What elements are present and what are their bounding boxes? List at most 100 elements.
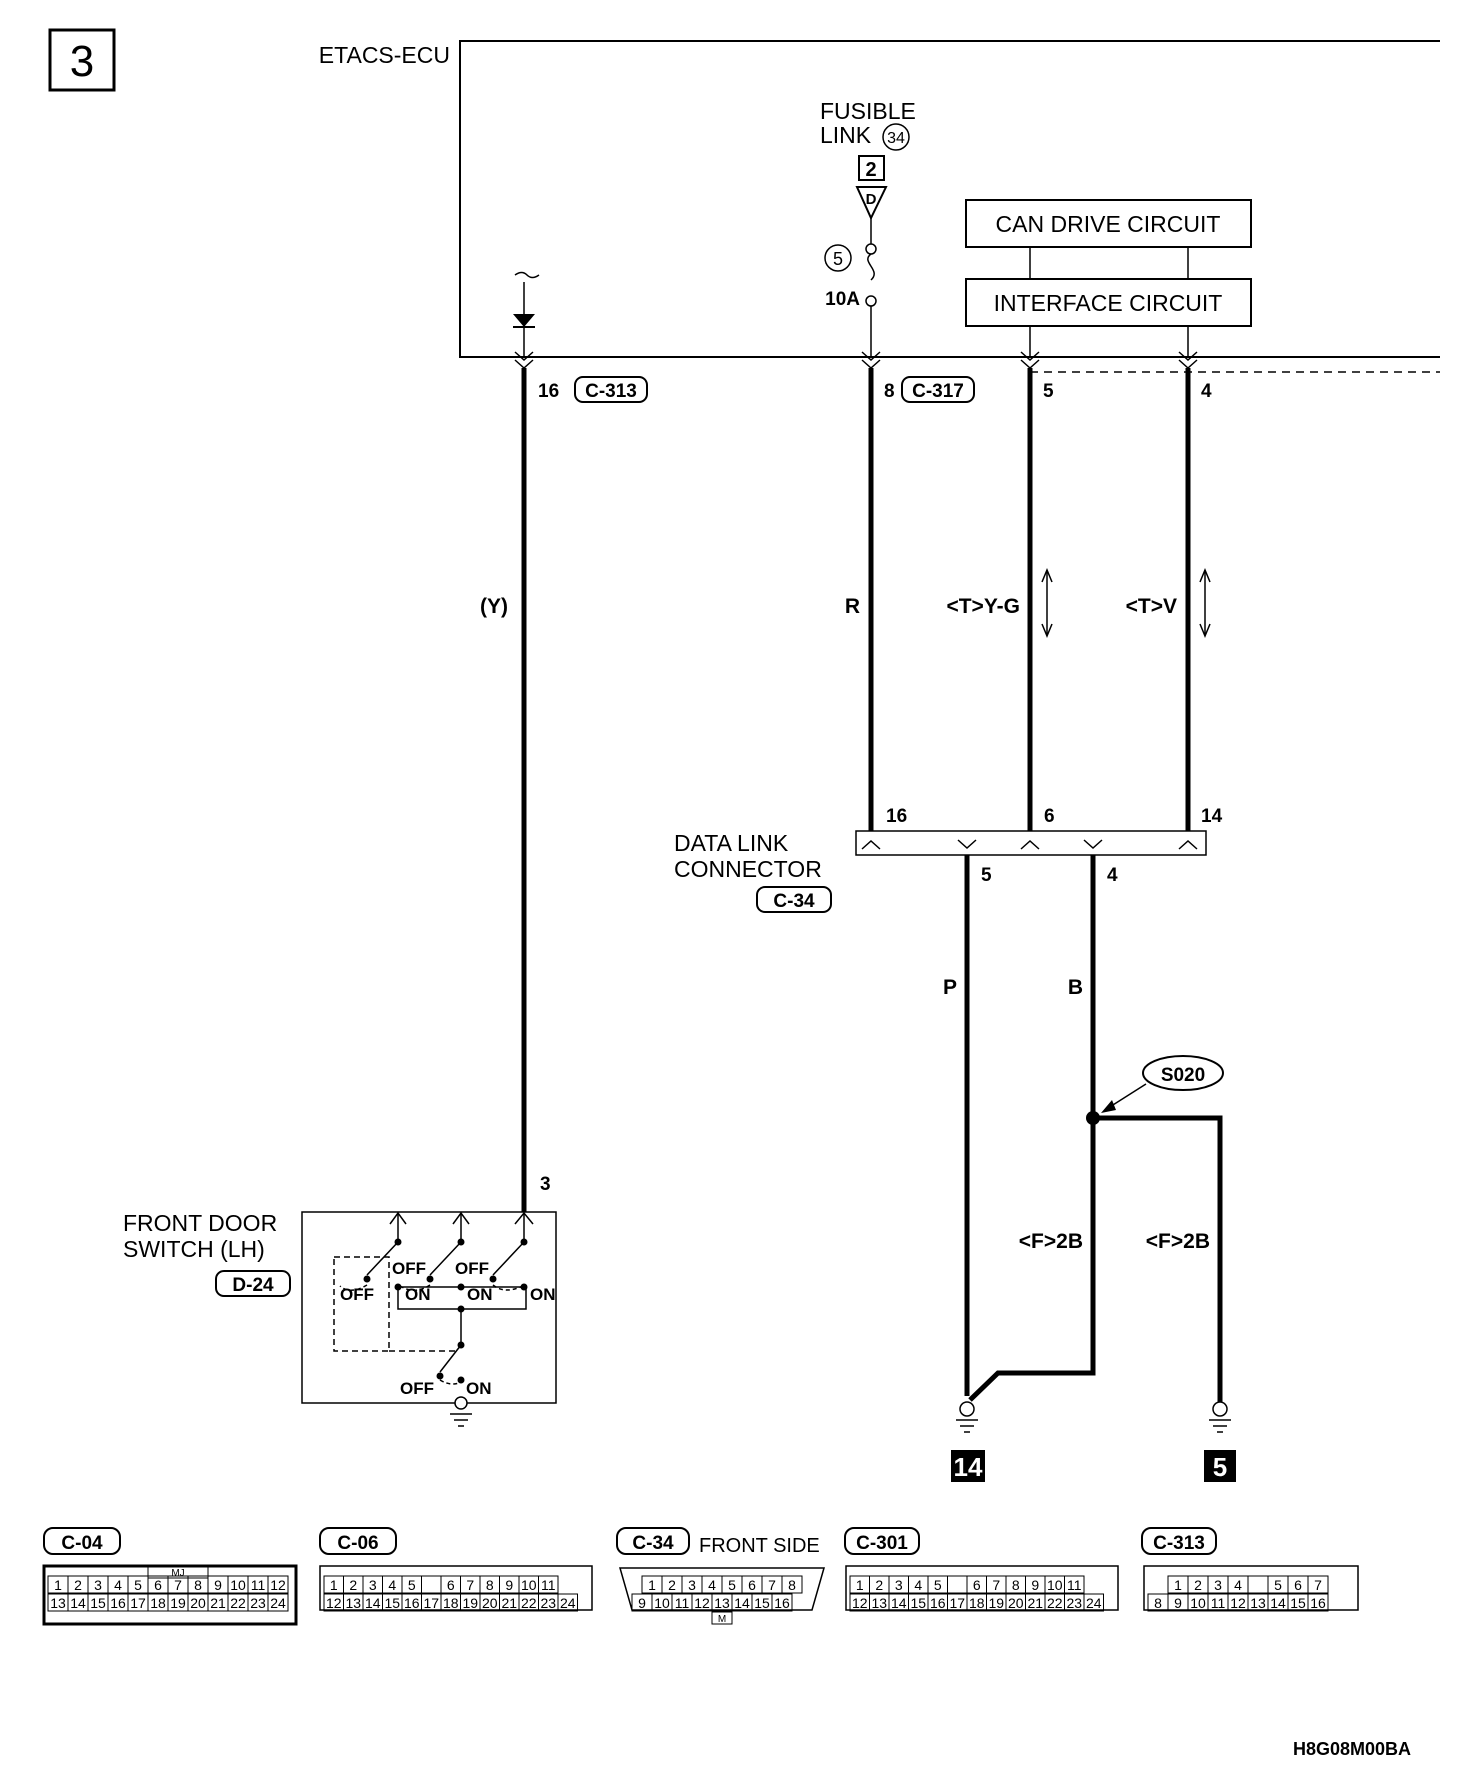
fuse-terminal-bottom	[865, 295, 877, 307]
connector-pin-number: 1	[648, 1577, 656, 1593]
fusible-link-label-1: FUSIBLE	[820, 98, 916, 124]
connector-pin-number: 9	[1174, 1595, 1182, 1611]
connector-pin-number: 10	[654, 1595, 670, 1611]
connector-pin-number: 5	[1274, 1577, 1282, 1593]
connector-pin-number: 4	[914, 1577, 922, 1593]
connector-pin-number: 9	[214, 1577, 222, 1593]
ecu-pin-4: 4	[1201, 381, 1212, 402]
connector-face-id: C-301	[856, 1533, 908, 1554]
connector-face-note: FRONT SIDE	[699, 1535, 820, 1557]
connector-pin-number: 20	[482, 1595, 498, 1611]
fuse-number-circle	[824, 244, 852, 272]
switch-off-2: OFF	[392, 1259, 426, 1278]
connector-pin-number: 15	[90, 1595, 106, 1611]
switch-on-3: ON	[530, 1285, 556, 1304]
connector-pin-number: 22	[1047, 1595, 1063, 1611]
wire-label-ground-2: <F>2B	[1146, 1230, 1210, 1253]
connector-c313-label: C-313	[585, 381, 637, 402]
connector-pin-number: 16	[1310, 1595, 1326, 1611]
switch-on-1: ON	[405, 1285, 431, 1304]
dlc-pin-4: 4	[1107, 865, 1118, 886]
wire-label-door: (Y)	[480, 595, 508, 618]
fusible-link-ref-box	[858, 155, 885, 181]
wire-label-b: B	[1068, 976, 1083, 999]
connector-pin-number: 12	[326, 1595, 342, 1611]
connector-pin-cell	[1307, 1593, 1329, 1612]
connector-pin-number: 5	[934, 1577, 942, 1593]
connector-pin-number: 11	[1211, 1595, 1226, 1611]
dlc-label-1: DATA LINK	[674, 830, 789, 856]
connector-pin-number: 6	[447, 1577, 455, 1593]
connector-pin-number: 2	[349, 1577, 357, 1593]
connector-pin-number: 2	[668, 1577, 676, 1593]
connector-pin-number: 12	[1230, 1595, 1246, 1611]
connector-pin-number: 6	[154, 1577, 162, 1593]
connector-pin-number: 13	[50, 1595, 66, 1611]
connector-pin-number: 22	[230, 1595, 246, 1611]
connector-pin-number: 24	[560, 1595, 576, 1611]
connector-pin-cell	[1064, 1575, 1085, 1594]
connector-pin-number: 16	[110, 1595, 126, 1611]
connector-pin-number: 5	[408, 1577, 416, 1593]
fusible-link-triangle	[855, 186, 888, 221]
connector-pin-cell	[538, 1575, 559, 1594]
ground-symbol-1	[956, 1401, 978, 1433]
fusible-link-number: 34	[887, 130, 905, 147]
wire-label-can-h: <T>Y-G	[946, 595, 1020, 618]
interface-circuit-label: INTERFACE CIRCUIT	[994, 290, 1223, 316]
connector-face-key	[711, 1611, 733, 1625]
switch-off-4: OFF	[400, 1379, 434, 1398]
connector-face-tag	[616, 1527, 690, 1555]
ground-symbol-2	[1209, 1401, 1231, 1433]
connector-pin-number: 22	[521, 1595, 537, 1611]
connector-pin-number: 14	[1270, 1595, 1286, 1611]
connector-c34-label: C-34	[773, 891, 815, 912]
connector-pin-cell	[421, 1575, 442, 1594]
connector-pin-number: 2	[875, 1577, 883, 1593]
connector-pin-number: 5	[134, 1577, 142, 1593]
connector-pin-number: 4	[114, 1577, 122, 1593]
door-switch-pin: 3	[540, 1174, 551, 1195]
connector-pin-number: 17	[949, 1595, 965, 1611]
connector-pin-number: 18	[443, 1595, 459, 1611]
connector-pin-number: 15	[910, 1595, 926, 1611]
dlc-pin-5: 5	[981, 865, 992, 886]
connector-pin-number: 23	[250, 1595, 266, 1611]
connector-pin-number: 1	[856, 1577, 864, 1593]
dlc-pin4-chevron	[1083, 839, 1103, 850]
connector-pin-number: 6	[748, 1577, 756, 1593]
switch-off-3: OFF	[455, 1259, 489, 1278]
dlc-body	[855, 830, 1207, 856]
connector-pin-number: 21	[210, 1595, 226, 1611]
ecu-pin-8: 8	[884, 381, 895, 402]
connector-pin-number: 10	[1047, 1577, 1063, 1593]
connector-face-body	[1143, 1565, 1359, 1611]
door-switch-body	[301, 1211, 557, 1404]
connector-pin-number: 12	[694, 1595, 710, 1611]
fuse-rating: 10A	[825, 289, 860, 310]
dlc-pin-6: 6	[1044, 806, 1055, 827]
connector-pin-number: 23	[540, 1595, 556, 1611]
dlc-pin-16: 16	[886, 806, 907, 827]
connector-pin-number: 4	[388, 1577, 396, 1593]
splice-pointer-arrowhead	[1101, 1100, 1116, 1113]
page-number: 3	[70, 37, 94, 86]
connector-tag-c313	[574, 376, 648, 403]
connector-pin-number: 19	[462, 1595, 478, 1611]
connector-pin-number: 6	[1294, 1577, 1302, 1593]
connector-face-key	[147, 1565, 209, 1579]
connector-tag-c34	[756, 886, 832, 913]
ground-point-14: 14	[954, 1452, 983, 1482]
connector-pin-number: 18	[150, 1595, 166, 1611]
connector-pin-number: 7	[466, 1577, 474, 1593]
fusible-link-ref-letter: D	[866, 191, 877, 208]
fusible-link-label-2: LINK	[820, 122, 872, 148]
connector-pin-number: 3	[94, 1577, 102, 1593]
connector-pin-number: 7	[768, 1577, 776, 1593]
connector-pin-number: 4	[1234, 1577, 1242, 1593]
